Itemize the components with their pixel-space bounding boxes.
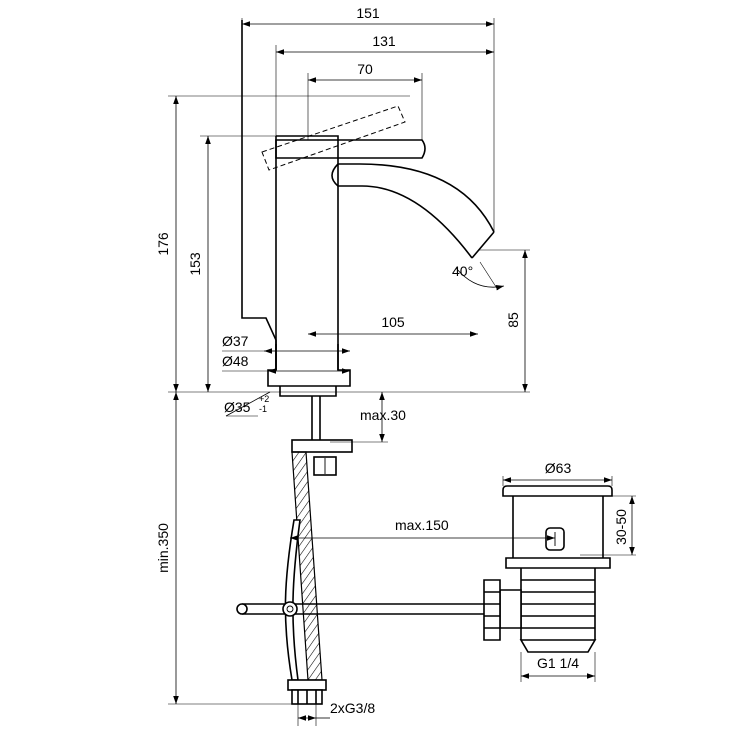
dimension-label-d37: Ø37 [222,333,249,349]
dimension-label-151: 151 [356,5,380,21]
dimension-label-d48: Ø48 [222,353,249,369]
angle-arc-40 [455,267,505,291]
dimension-label-2xg3-8: 2xG3/8 [330,700,375,716]
handle-lever-rotated [261,105,406,171]
waste-valve [483,485,613,653]
dimension-label-min350: min.350 [155,523,171,573]
tolerance-plus: +2 [259,394,269,404]
dimension-label-max30: max.30 [360,407,406,423]
dimension-label-176: 176 [155,232,171,256]
dimension-label-105: 105 [381,314,405,330]
dimension-line-d35 [225,391,271,417]
faucet-body [267,135,495,387]
dimension-label-153: 153 [187,252,203,276]
dimension-label-131: 131 [372,33,396,49]
dimension-label-g1-1-4: G1 1/4 [537,655,579,671]
dimension-label-max150: max.150 [395,517,449,533]
dimension-label-d35: Ø35 [224,399,251,415]
pop-up-rod [236,601,500,617]
dimension-label-70: 70 [357,61,373,77]
dimension-label-d63: Ø63 [545,460,572,476]
flexible-hose [284,451,327,705]
rear-profile [241,20,277,370]
tolerance-minus: -1 [259,404,267,414]
mounting-assembly [279,386,353,476]
handle-lever [275,139,426,159]
dimension-label-85: 85 [505,312,521,328]
extension-lines [168,18,636,726]
dimension-label-30-50: 30-50 [613,509,629,545]
angle-label-40: 40° [452,263,473,279]
